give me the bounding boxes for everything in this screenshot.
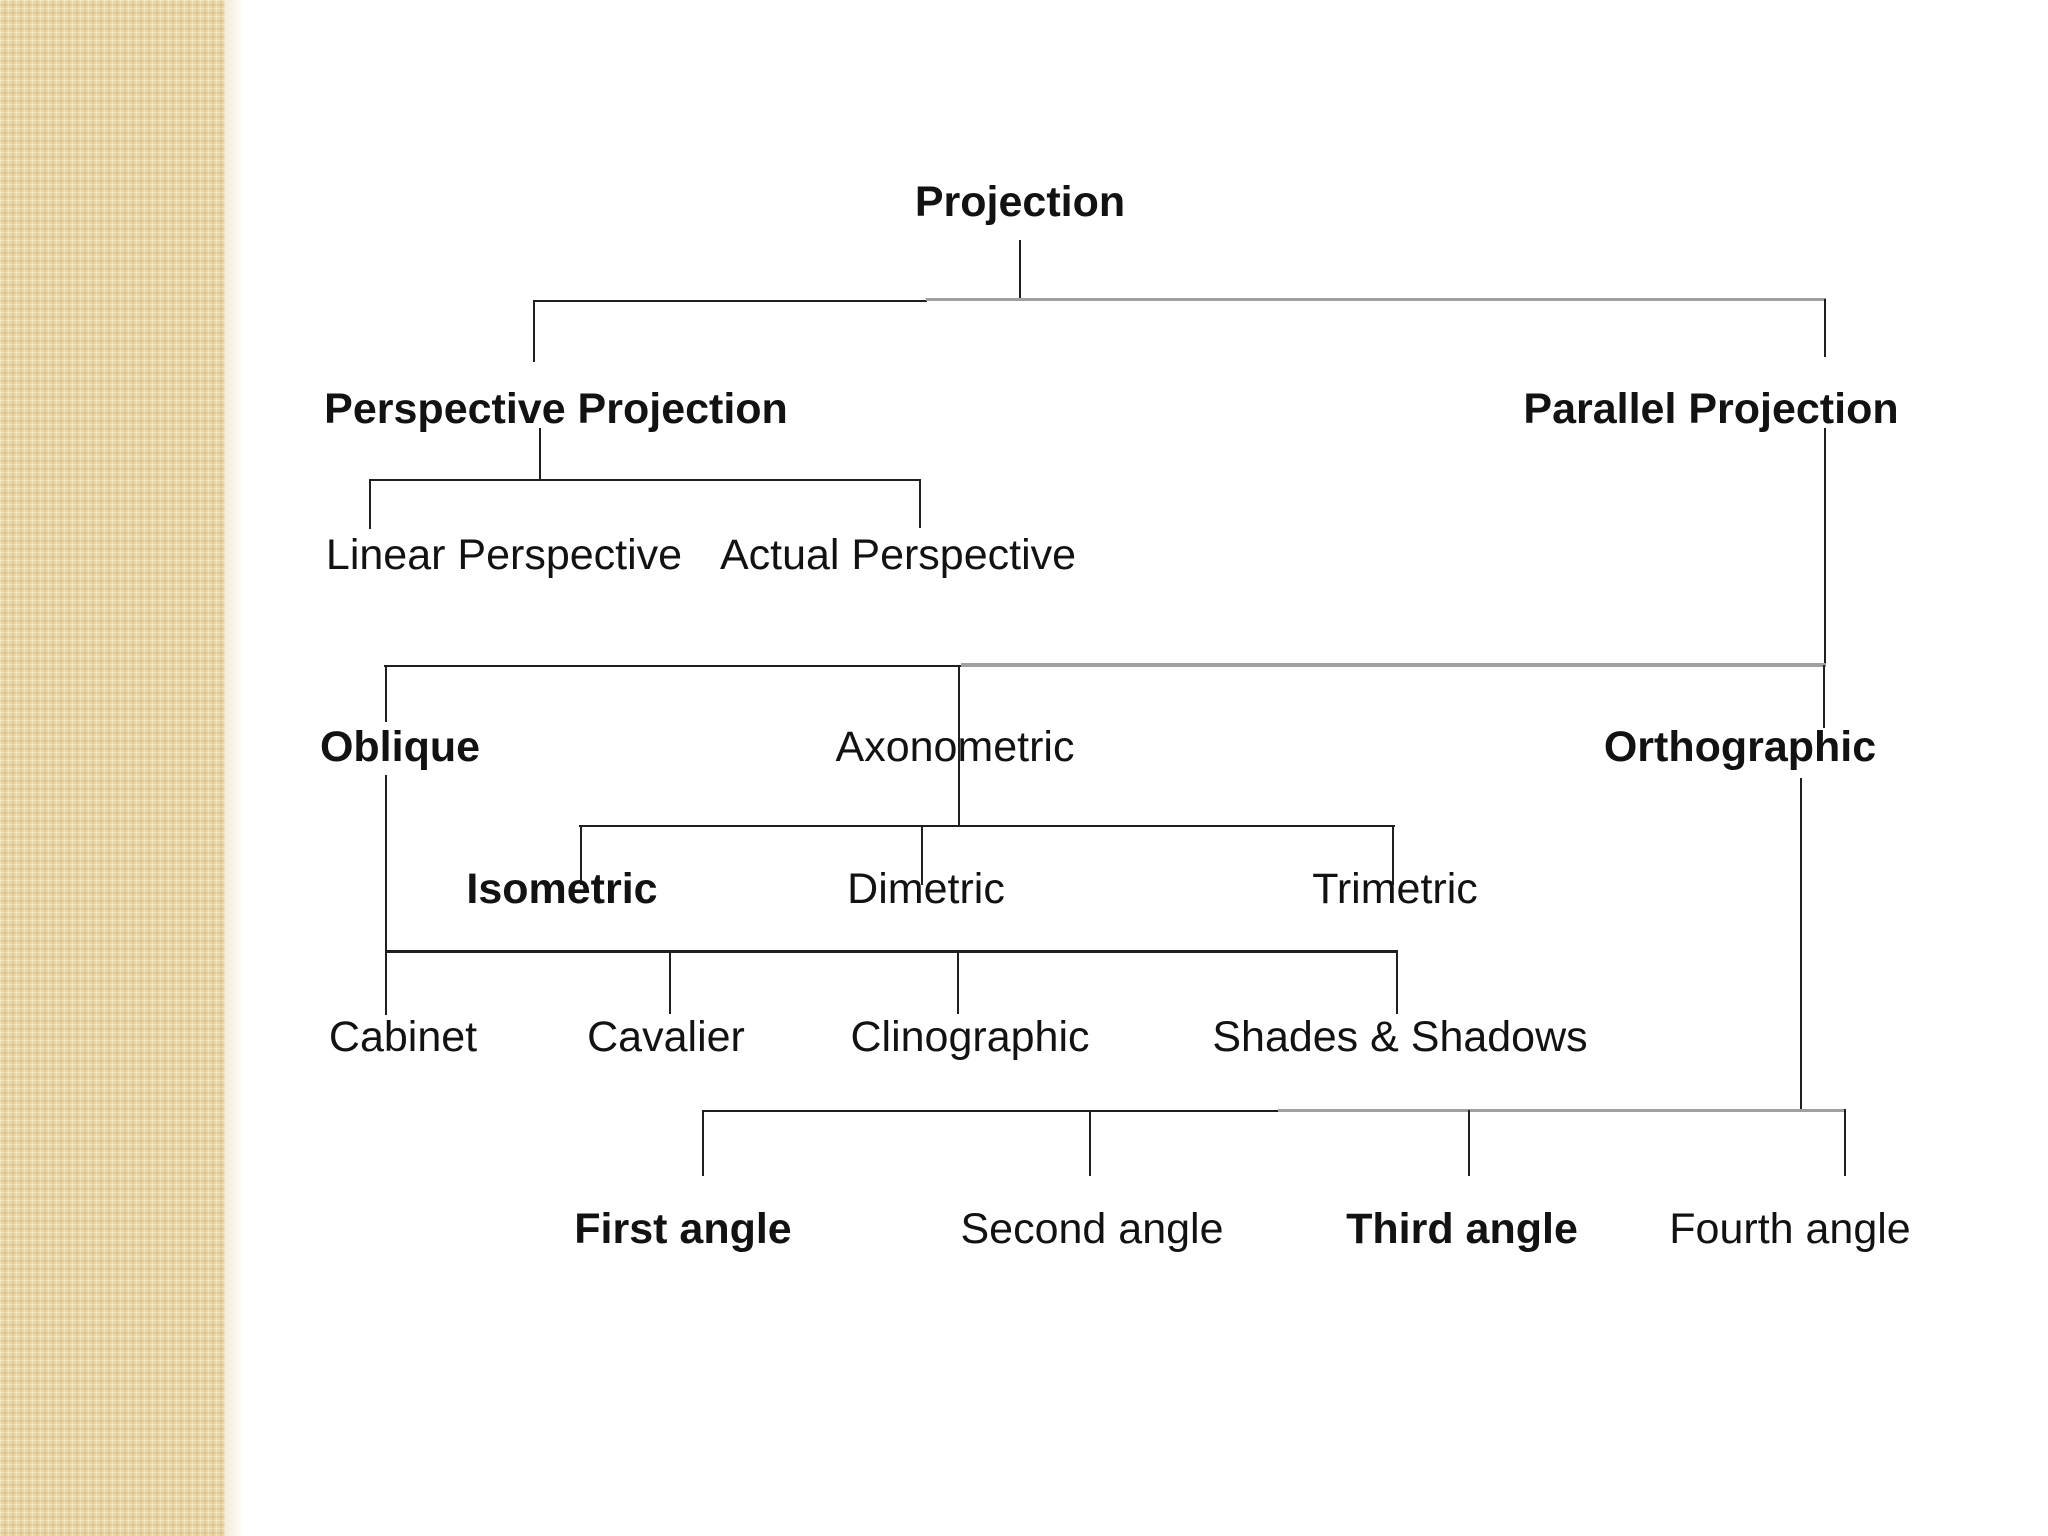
node-cabinet: Cabinet — [328, 1013, 478, 1061]
connector-parallel-drop — [1824, 299, 1826, 357]
connector-level3-horizontal — [384, 665, 962, 667]
connector-orthographic-drop — [1823, 665, 1825, 728]
connector-level3-horizontal-shadow — [961, 663, 1826, 667]
node-cavalier: Cavalier — [587, 1013, 745, 1061]
connector-oblique-stem — [385, 775, 387, 1015]
connector-oblique-children-horizontal — [385, 950, 1398, 953]
connector-parallel-stem — [1824, 428, 1826, 666]
node-clinographic: Clinographic — [850, 1013, 1090, 1061]
connector-oblique-drop — [385, 665, 387, 722]
connector-orthographic-stem — [1800, 778, 1802, 1112]
connector-fourth-angle-drop — [1844, 1109, 1846, 1176]
connector-perspective-children-horizontal — [369, 479, 921, 481]
node-first-angle: First angle — [574, 1205, 792, 1253]
node-actual-perspective: Actual Perspective — [719, 531, 1077, 579]
connector-shades-drop — [1396, 951, 1398, 1014]
node-shades-and-shadows: Shades & Shadows — [1212, 1013, 1588, 1061]
connector-root-horizontal-shadow — [926, 298, 1826, 301]
connector-actual-drop — [919, 479, 921, 528]
node-isometric: Isometric — [466, 865, 658, 913]
node-axonometric: Axonometric — [835, 723, 1075, 771]
connector-dimetric-drop — [921, 825, 923, 885]
connector-clinographic-drop — [957, 951, 959, 1014]
slide-texture-strip — [0, 0, 225, 1536]
connector-angles-horizontal — [702, 1110, 1278, 1112]
node-second-angle: Second angle — [960, 1205, 1224, 1253]
connector-axonometric-children-horizontal — [579, 825, 1395, 827]
node-projection: Projection — [914, 178, 1126, 226]
connector-perspective-drop — [533, 300, 535, 362]
connector-root-stem — [1019, 240, 1021, 301]
node-third-angle: Third angle — [1346, 1205, 1578, 1253]
connector-second-angle-drop — [1089, 1110, 1091, 1176]
connector-perspective-stem — [539, 428, 541, 480]
node-fourth-angle: Fourth angle — [1669, 1205, 1911, 1253]
node-parallel-projection: Parallel Projection — [1523, 385, 1899, 433]
connector-angles-horizontal-shadow — [1278, 1109, 1846, 1112]
connector-root-horizontal — [533, 300, 927, 302]
node-linear-perspective: Linear Perspective — [325, 531, 683, 579]
connector-axonometric-line — [958, 665, 960, 827]
strip-fade — [225, 0, 247, 1536]
node-oblique: Oblique — [319, 723, 481, 771]
connector-trimetric-drop — [1392, 825, 1394, 885]
node-perspective-projection: Perspective Projection — [324, 385, 788, 433]
node-orthographic: Orthographic — [1603, 723, 1877, 771]
connector-isometric-drop — [580, 825, 582, 885]
connector-third-angle-drop — [1468, 1110, 1470, 1176]
connector-first-angle-drop — [702, 1110, 704, 1176]
connector-linear-drop — [369, 479, 371, 529]
node-dimetric: Dimetric — [847, 865, 1005, 913]
connector-cavalier-drop — [669, 951, 671, 1014]
node-trimetric: Trimetric — [1312, 865, 1478, 913]
